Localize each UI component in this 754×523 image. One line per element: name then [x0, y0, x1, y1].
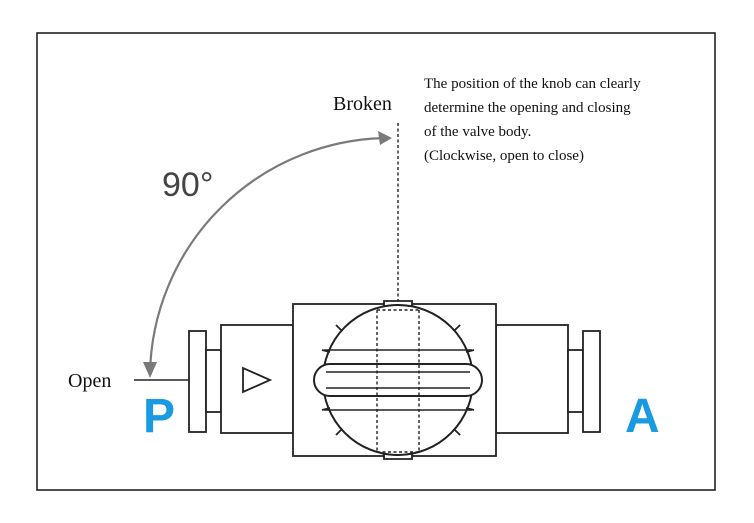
knob-tick-marks — [321, 324, 475, 436]
left-flange-neck — [205, 349, 222, 413]
diagram-frame — [36, 32, 716, 491]
flow-direction-icon — [242, 366, 273, 394]
note-line: of the valve body. — [424, 124, 531, 140]
knob-arc-bottom — [345, 433, 451, 456]
angle-label: 90° — [162, 166, 213, 204]
note-line: determine the opening and closing — [424, 100, 631, 116]
note-line: The position of the knob can clearly — [424, 76, 641, 92]
knob-arc-top — [345, 304, 451, 327]
port-label-a: A — [625, 390, 660, 443]
broken-label: Broken — [333, 93, 392, 115]
arc-arrowhead-top — [378, 131, 392, 145]
right-flange — [582, 330, 601, 433]
knob-stem-outline — [376, 309, 420, 453]
note-line: (Clockwise, open to close) — [424, 148, 584, 164]
rotation-arc — [148, 136, 391, 375]
valve-handle — [313, 349, 483, 411]
right-pipe — [495, 324, 569, 434]
open-label: Open — [68, 370, 111, 392]
port-label-p: P — [143, 390, 175, 443]
left-flange — [188, 330, 207, 433]
arc-arrowhead-bottom — [143, 362, 157, 378]
right-flange-neck — [567, 349, 584, 413]
